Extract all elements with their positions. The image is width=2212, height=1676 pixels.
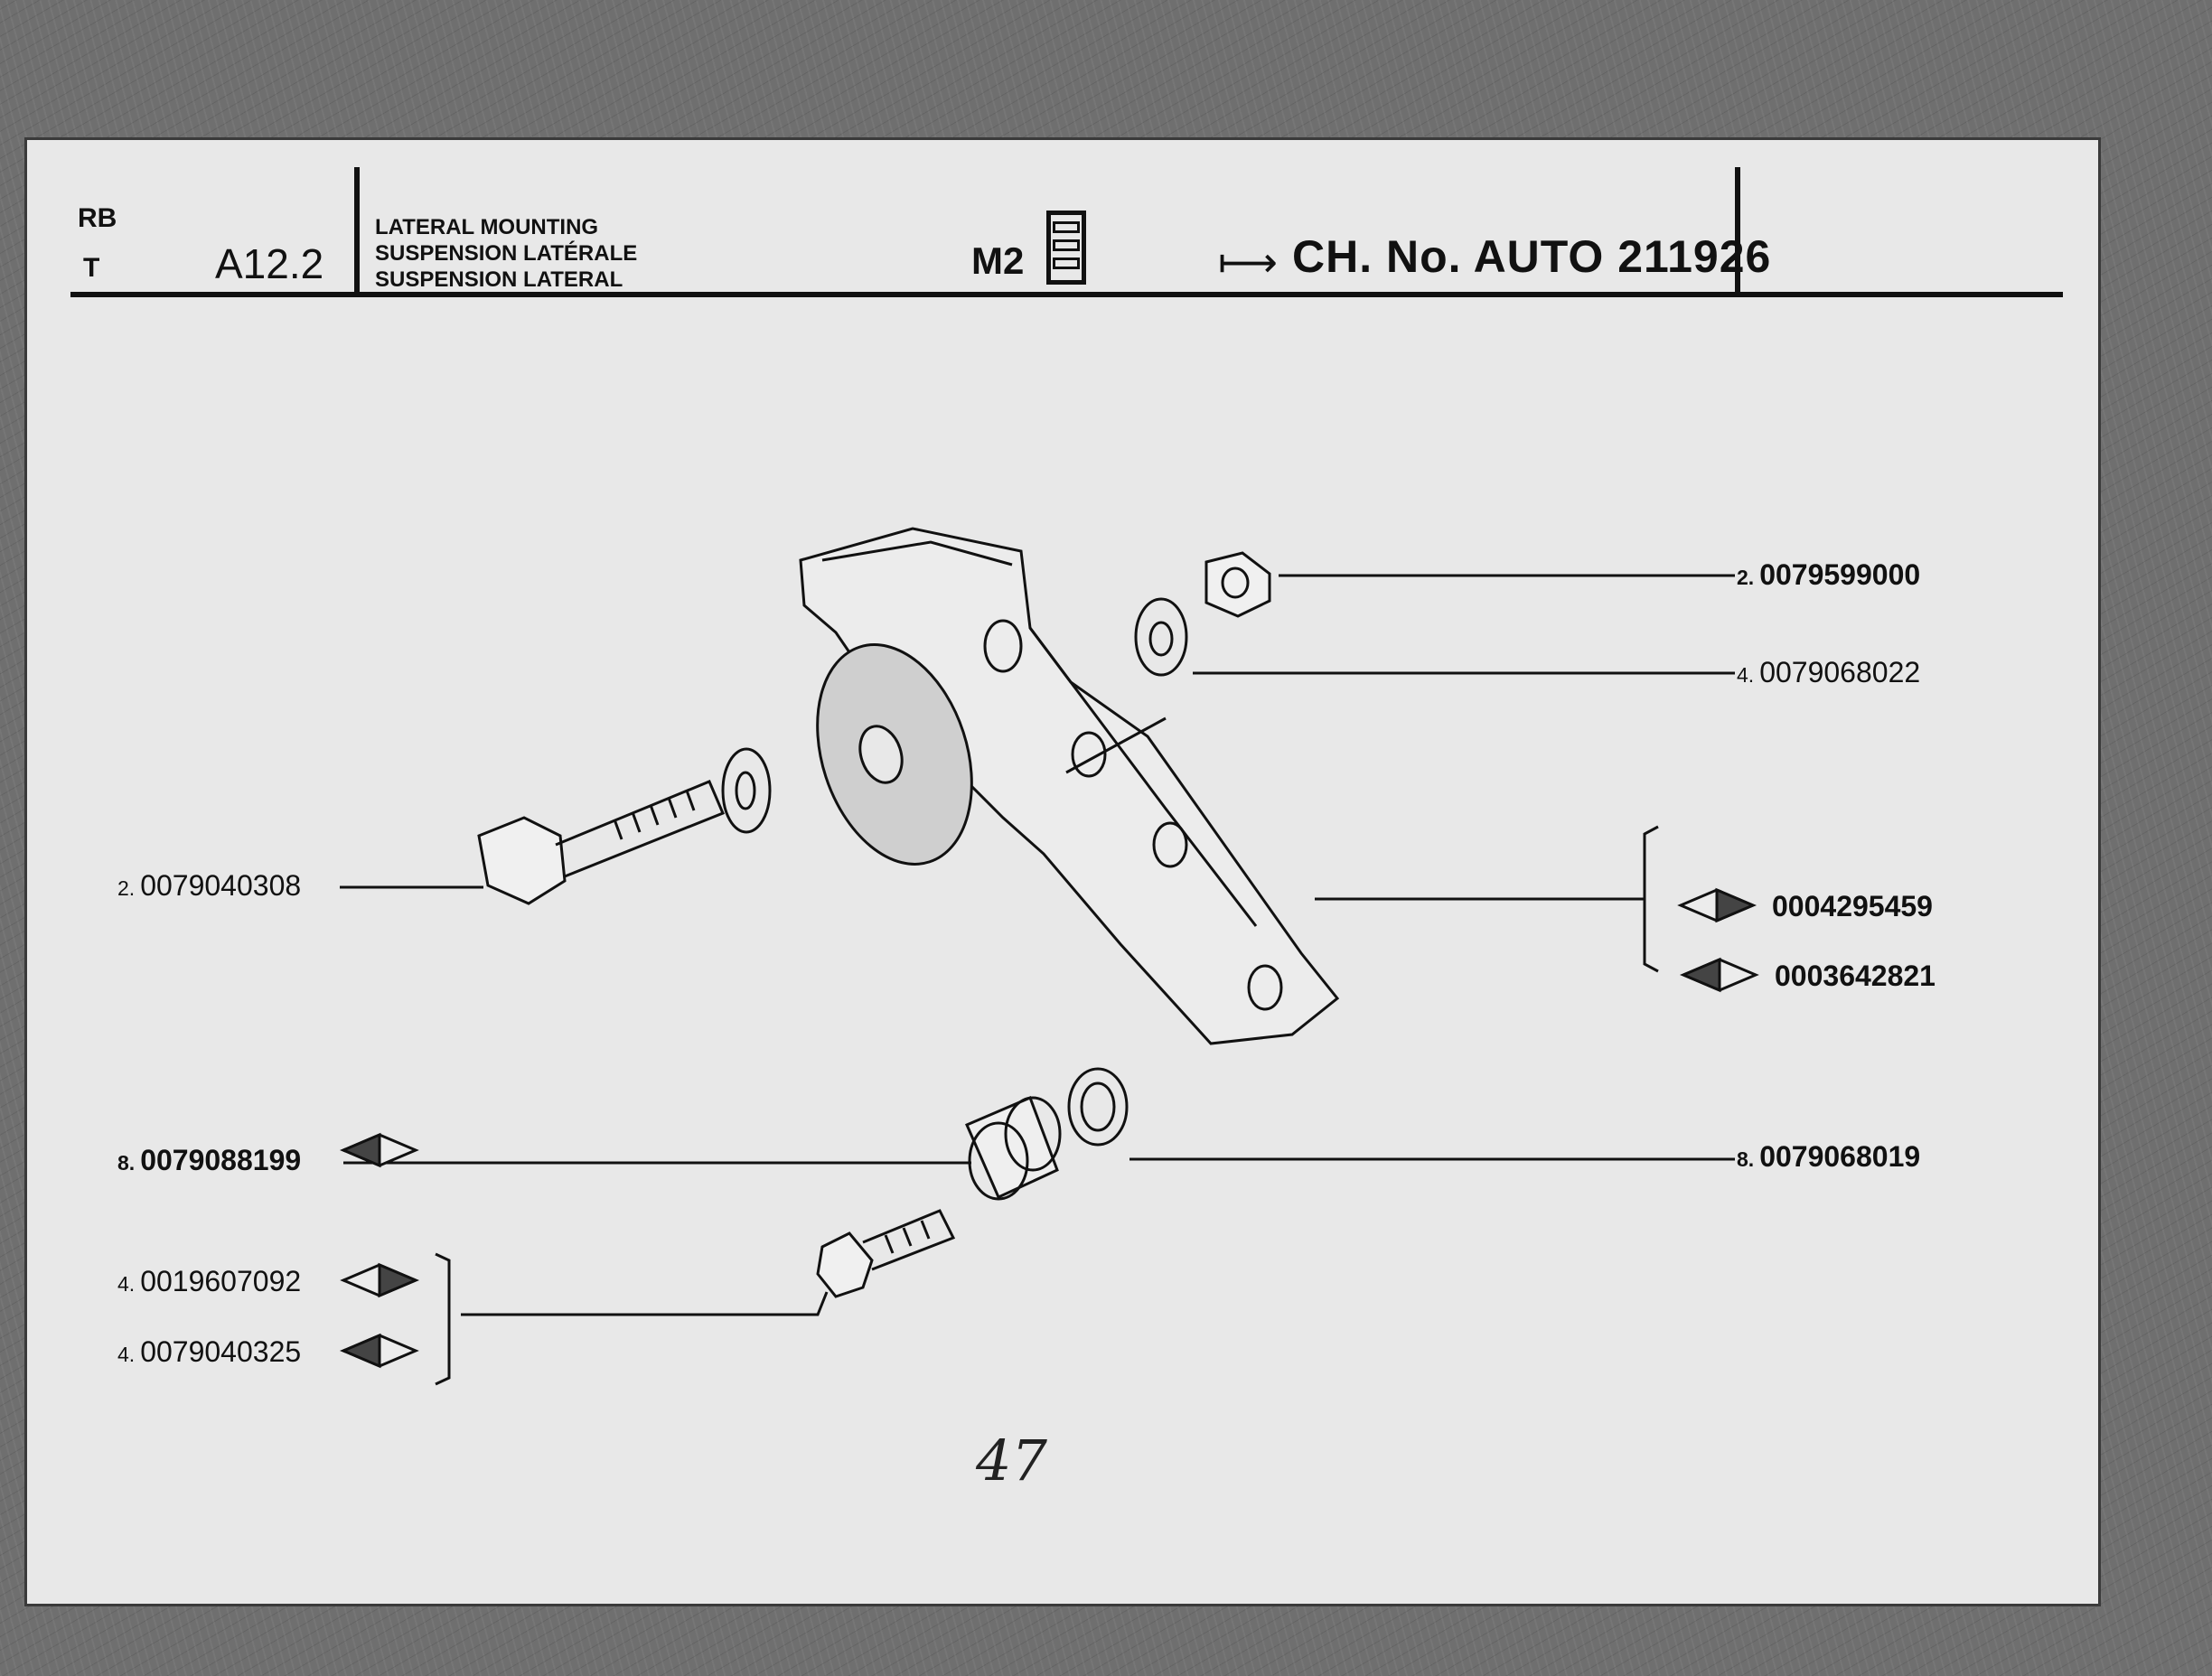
washer-right [1134, 597, 1188, 677]
nut [1204, 551, 1271, 618]
code-top: RB [78, 203, 117, 233]
marker-p4 [1680, 957, 1759, 993]
part-label-p7: 8.0079068019 [1737, 1140, 1921, 1173]
leader-p8-p9 [461, 1291, 829, 1316]
marker-p6 [340, 1132, 419, 1168]
title-fr: SUSPENSION LATÉRALE [375, 241, 638, 266]
bracket-hole-2 [1071, 731, 1107, 778]
bracket-hole-4 [1247, 964, 1283, 1011]
part-label-p6: 8.0079088199 [117, 1144, 302, 1176]
bracket-hole-1 [983, 619, 1023, 673]
model-code: M2 [971, 239, 1025, 282]
from-arrow-icon: ⟼ [1218, 239, 1278, 286]
page-number: 47 [976, 1428, 1047, 1493]
washer-bottom [1067, 1067, 1129, 1147]
book-icon [1046, 211, 1086, 285]
washer-left [721, 747, 772, 834]
marker-p3 [1677, 887, 1757, 923]
bolt-shank-short [862, 1209, 956, 1271]
part-label-p8: 4.0019607092 [117, 1265, 302, 1297]
spacer-tube [965, 1096, 1059, 1200]
bracket-p8-p9 [435, 1252, 451, 1386]
part-label-p3: 0004295459 [1772, 890, 1933, 922]
part-label-p5: 2.0079040308 [117, 869, 302, 902]
title-en: LATERAL MOUNTING [375, 215, 599, 239]
part-label-p4: 0003642821 [1775, 960, 1936, 992]
bracket-hole-3 [1152, 821, 1188, 868]
bracket-p3-p4 [1643, 825, 1659, 973]
spacer-end [1004, 1096, 1062, 1172]
exploded-view [340, 527, 1759, 1386]
chassis-number: CH. No. AUTO 211926 [1292, 231, 1772, 282]
header-divider-2 [1735, 167, 1740, 295]
marker-p9 [340, 1333, 419, 1369]
section-code: A12.2 [215, 240, 324, 287]
part-label-p9: 4.0079040325 [117, 1335, 302, 1368]
header-rule [70, 292, 2063, 297]
bolt-head-long [477, 816, 567, 905]
section-titles: LATERAL MOUNTING SUSPENSION LATÉRALE SUS… [375, 214, 637, 293]
parts-sheet: RB T A12.2 LATERAL MOUNTING SUSPENSION L… [27, 140, 2098, 1604]
marker-p8 [340, 1262, 419, 1298]
header-divider-1 [354, 167, 360, 295]
part-label-p1: 2.0079599000 [1737, 558, 1921, 591]
code-bottom: T [83, 253, 100, 283]
title-es: SUSPENSION LATERAL [375, 267, 623, 292]
bolt-head-short [816, 1231, 874, 1298]
part-label-p2: 4.0079068022 [1737, 656, 1921, 688]
